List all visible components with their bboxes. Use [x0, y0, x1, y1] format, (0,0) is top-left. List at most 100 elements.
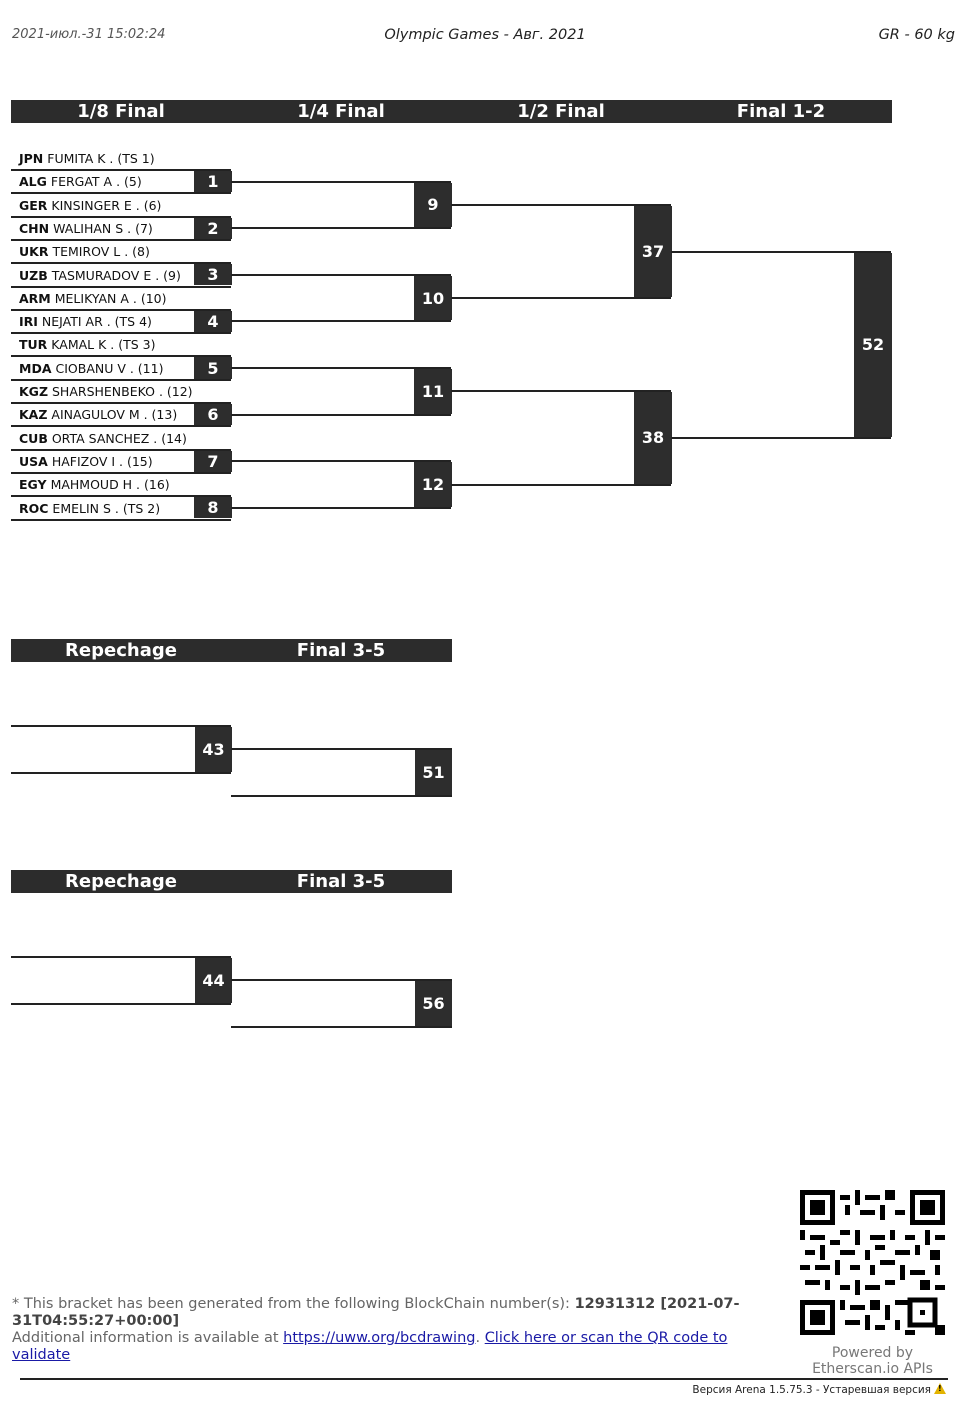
- r1-entrant-line: [11, 378, 231, 381]
- match-box-repechage-2[interactable]: 44: [195, 958, 232, 1003]
- match-box-r2[interactable]: 9: [414, 182, 452, 228]
- entrant-country: ROC: [19, 500, 49, 516]
- repechage-2-line-bottom: [11, 1003, 231, 1005]
- match-box-bronze-1[interactable]: 51: [415, 750, 452, 795]
- match-box-r1[interactable]: 3: [194, 264, 232, 286]
- match-box-r1[interactable]: 7: [194, 450, 232, 472]
- r1-entrant-line: [11, 448, 231, 451]
- match-box-repechage-1[interactable]: 43: [195, 727, 232, 772]
- repechage-bar-1: Repechage Final 3-5: [11, 639, 452, 662]
- repechage-label-2: Repechage: [65, 871, 177, 892]
- repechage-2-line-top: [11, 956, 231, 958]
- main-rounds-bar: 1/8 Final 1/4 Final 1/2 Final Final 1-2: [11, 100, 892, 123]
- bronze-1-line-bottom: [231, 795, 452, 797]
- entrant-country: ALG: [19, 174, 47, 190]
- r3-line: [451, 390, 671, 393]
- bronze-1-line-top: [231, 748, 452, 750]
- match-box-r2[interactable]: 12: [414, 462, 452, 507]
- r2-line: [231, 460, 451, 463]
- entrant-athlete: TASMURADOV E . (9): [51, 267, 181, 283]
- warning-icon: [934, 1383, 946, 1394]
- r2-line: [231, 180, 451, 183]
- entrant-country: UZB: [19, 267, 48, 283]
- entrant-name: IRI NEJATI AR . (TS 4): [19, 314, 152, 329]
- match-box-r1[interactable]: 2: [194, 217, 232, 239]
- entrant-name: UZB TASMURADOV E . (9): [19, 268, 181, 283]
- weight-category: GR - 60 kg: [878, 27, 955, 43]
- entrant-country: USA: [19, 453, 48, 469]
- entrant-country: IRI: [19, 314, 38, 330]
- report-timestamp: 2021-июл.-31 15:02:24: [12, 27, 166, 42]
- entrant-name: ROC EMELIN S . (TS 2): [19, 501, 160, 516]
- entrant-country: KGZ: [19, 384, 49, 399]
- qr-code-icon[interactable]: [800, 1190, 945, 1335]
- r3-line: [451, 297, 671, 300]
- blockchain-number: 12931312 [2021-07-31T04:55:27+00:00]: [12, 1296, 740, 1329]
- bcdrawing-link[interactable]: https://uww.org/bcdrawing: [283, 1330, 476, 1346]
- r1-entrant-line: [11, 238, 231, 241]
- r1-entrant-line: [11, 169, 231, 171]
- entrant-country: JPN: [19, 151, 44, 166]
- entrant-athlete: KINSINGER E . (6): [51, 197, 162, 213]
- entrant-name: UKR TEMIROV L . (8): [19, 244, 150, 259]
- blockchain-note: * This bracket has been generated from t…: [12, 1296, 772, 1364]
- event-title: Olympic Games - Авг. 2021: [384, 27, 586, 43]
- entrant-athlete: TEMIROV L . (8): [52, 244, 150, 260]
- final-line: [671, 436, 891, 439]
- entrant-athlete: AINAGULOV M . (13): [51, 407, 178, 423]
- round-label-1-4: 1/4 Final: [297, 101, 385, 122]
- r3-line: [451, 203, 671, 206]
- bronze-2-line-top: [231, 979, 452, 981]
- match-box-r1[interactable]: 5: [194, 357, 232, 379]
- r2-line: [231, 273, 451, 276]
- match-box-r2[interactable]: 11: [414, 369, 452, 414]
- match-box-r3[interactable]: 37: [634, 205, 672, 298]
- info-separator: .: [475, 1330, 485, 1346]
- bronze-label-2: Final 3-5: [296, 871, 386, 892]
- entrant-name: ARM MELIKYAN A . (10): [19, 291, 167, 306]
- entrant-athlete: NEJATI AR . (TS 4): [41, 314, 152, 330]
- final-line: [671, 250, 891, 253]
- r3-line: [451, 483, 671, 486]
- bronze-label-1: Final 3-5: [296, 640, 386, 661]
- entrant-athlete: SHARSHENBEKO . (12): [52, 384, 193, 399]
- match-box-final[interactable]: 52: [854, 252, 892, 437]
- r2-line: [231, 227, 451, 230]
- entrant-athlete: ORTA SANCHEZ . (14): [51, 430, 187, 446]
- r1-entrant-line: [11, 285, 231, 288]
- round-label-1-2: 1/2 Final: [517, 101, 605, 122]
- match-box-r1[interactable]: 8: [194, 497, 232, 519]
- entrant-name: KAZ AINAGULOV M . (13): [19, 407, 177, 422]
- bronze-2-line-bottom: [231, 1026, 452, 1028]
- repechage-label-1: Repechage: [65, 640, 177, 661]
- entrant-name: MDA CIOBANU V . (11): [19, 361, 163, 376]
- r1-entrant-line: [11, 332, 231, 335]
- entrant-country: EGY: [19, 477, 47, 493]
- match-box-r2[interactable]: 10: [414, 275, 452, 321]
- powered-by-service: Etherscan.io APIs: [812, 1361, 933, 1377]
- validate-link[interactable]: Click here or scan the QR code to valida…: [12, 1330, 728, 1363]
- match-box-r1[interactable]: 1: [194, 171, 232, 193]
- match-box-r3[interactable]: 38: [634, 392, 672, 484]
- repechage-1-line-top: [11, 725, 231, 727]
- r1-entrant-line: [11, 215, 231, 218]
- entrant-name: KGZ SHARSHENBEKO . (12): [19, 384, 193, 399]
- entrant-country: UKR: [19, 244, 49, 260]
- entrant-name: CUB ORTA SANCHEZ . (14): [19, 431, 187, 446]
- entrant-athlete: EMELIN S . (TS 2): [52, 500, 161, 516]
- match-box-bronze-2[interactable]: 56: [415, 981, 452, 1026]
- entrant-name: USA HAFIZOV I . (15): [19, 454, 153, 469]
- entrant-athlete: MAHMOUD H . (16): [50, 477, 170, 493]
- info-prefix: Additional information is available at: [12, 1330, 284, 1346]
- entrant-country: CUB: [19, 430, 48, 446]
- r1-entrant-line: [11, 402, 231, 404]
- r2-line: [231, 320, 451, 323]
- entrant-country: GER: [19, 197, 48, 213]
- version-info: Версия Arena 1.5.75.3 - Устаревшая верси…: [692, 1383, 946, 1396]
- match-box-r1[interactable]: 4: [194, 310, 232, 333]
- entrant-athlete: CIOBANU V . (11): [55, 360, 164, 376]
- entrant-country: TUR: [19, 337, 48, 353]
- entrant-name: EGY MAHMOUD H . (16): [19, 477, 170, 492]
- repechage-bar-2: Repechage Final 3-5: [11, 870, 452, 893]
- match-box-r1[interactable]: 6: [194, 404, 232, 426]
